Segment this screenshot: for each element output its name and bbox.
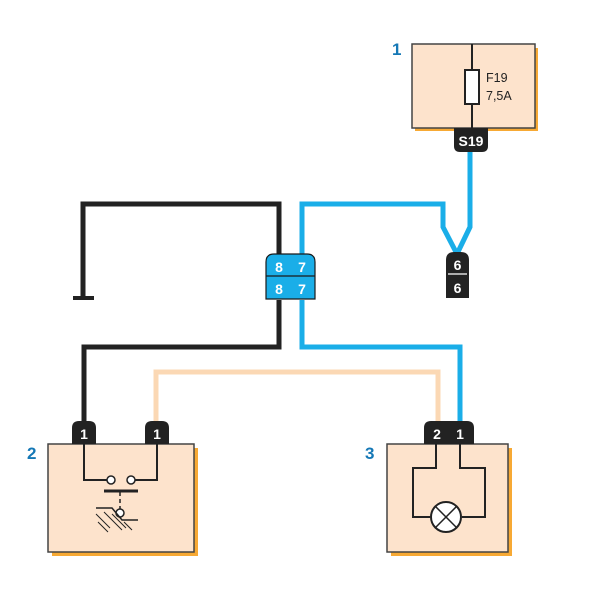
connector-s19 [454, 128, 488, 152]
pin-8-bottom: 8 [275, 281, 283, 297]
pin-1: 1 [456, 426, 464, 442]
wire-blue-splice-left [299, 201, 460, 256]
wire-beige [153, 369, 441, 424]
wire-blue-lamp [299, 300, 463, 424]
connector-pin-1-right [145, 421, 169, 444]
connector-lamp [424, 421, 474, 444]
pin-2: 2 [433, 426, 441, 442]
inline-connector: 8 7 8 7 [265, 253, 316, 300]
splice-connector: 6 6 [446, 252, 469, 298]
switch-icon [83, 444, 158, 533]
wire-blue-s19 [454, 150, 473, 256]
component-2-switch: 2 1 1 [27, 421, 198, 556]
pin-6-bottom: 6 [454, 280, 462, 296]
component-label-1: 1 [392, 40, 401, 59]
connector-pin-1-left [72, 421, 96, 444]
wire-black-ground [80, 201, 282, 298]
lamp-icon [412, 444, 486, 533]
fuse-rating: 7,5A [486, 89, 512, 103]
pin-7-top: 7 [298, 259, 306, 275]
pin-label: 1 [80, 426, 88, 442]
fuse-name: F19 [486, 71, 508, 85]
component-label-3: 3 [365, 444, 374, 463]
pin-7-bottom: 7 [298, 281, 306, 297]
component-3-lamp: 3 2 1 [365, 421, 512, 556]
pin-label: 1 [153, 426, 161, 442]
fuse-icon [464, 69, 480, 105]
connector-s19-label: S19 [459, 133, 484, 149]
component-1-fuse-box: F19 7,5A 1 S19 [392, 40, 538, 152]
pin-8-top: 8 [275, 259, 283, 275]
component-label-2: 2 [27, 444, 36, 463]
wire-black-switch [81, 300, 282, 424]
pin-6-top: 6 [454, 257, 462, 273]
